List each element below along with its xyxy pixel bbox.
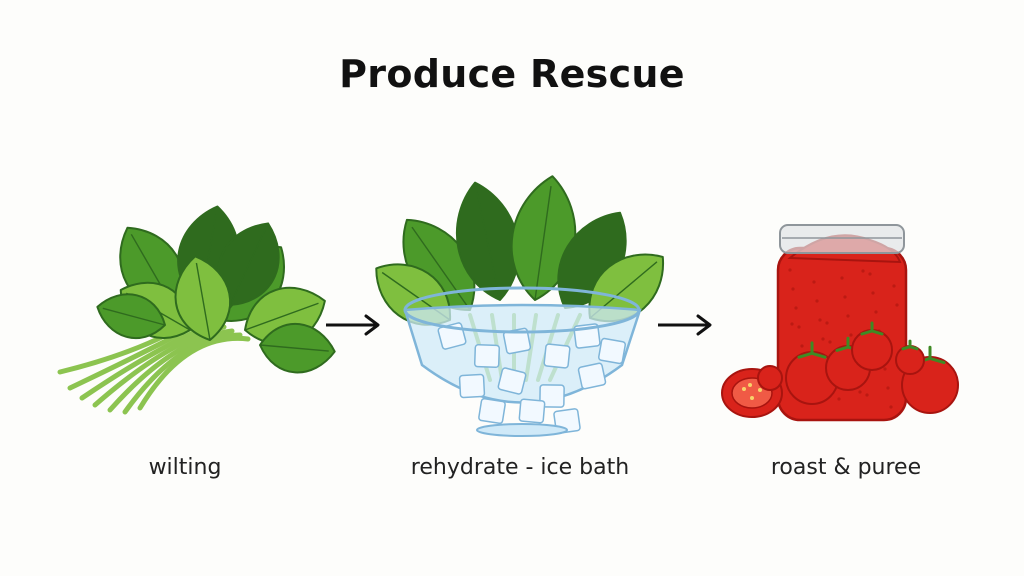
ice-bath-bowl-icon	[375, 175, 664, 437]
step-label-rehydrate: rehydrate - ice bath	[410, 455, 630, 480]
step-label-wilting: wilting	[148, 455, 222, 480]
page-title: Produce Rescue	[339, 52, 685, 96]
tomato-puree-jar-icon	[721, 224, 959, 422]
wilted-greens-icon	[57, 205, 336, 415]
arrow-1-icon	[326, 314, 380, 336]
arrow-2-icon	[658, 314, 712, 336]
step-label-roast-puree: roast & puree	[770, 455, 922, 480]
